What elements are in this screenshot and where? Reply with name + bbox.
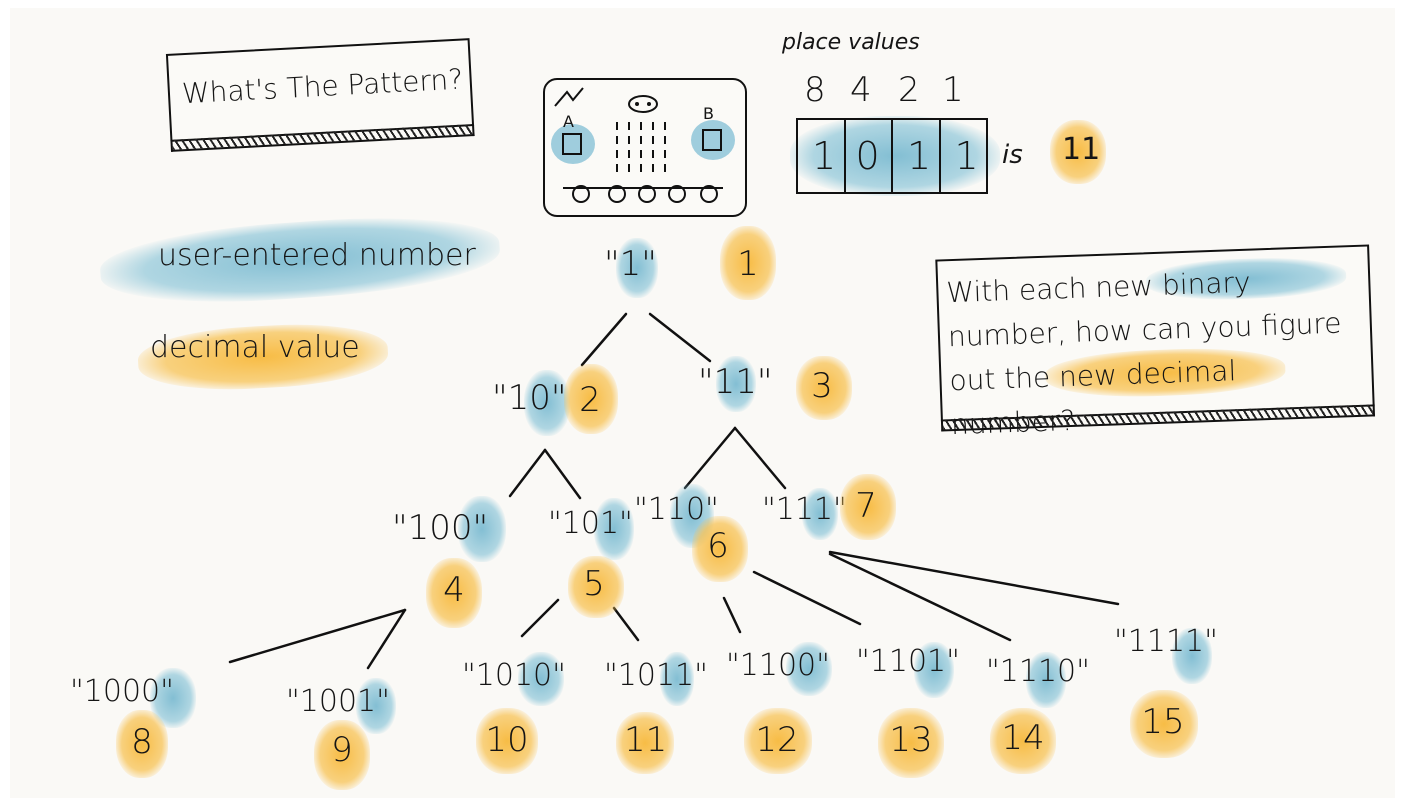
- node-12-highlight: [786, 642, 832, 696]
- sketch-canvas: What's The Pattern? user-entered number …: [10, 8, 1395, 798]
- node-3-decimal: 3: [811, 366, 833, 406]
- result-value: 11: [1062, 132, 1101, 167]
- bit-cell: 0: [846, 120, 893, 192]
- node-14-binary: "1110": [986, 654, 1090, 689]
- bit-value: 1: [907, 134, 932, 178]
- node-6-decimal: 6: [707, 526, 729, 566]
- node-12-decimal-highlight: [744, 708, 812, 774]
- node-8-decimal-highlight: [116, 710, 168, 778]
- node-3-highlight: [716, 356, 756, 412]
- node-7-highlight: [802, 488, 838, 540]
- node-12-decimal: 12: [755, 720, 799, 760]
- legend-decimal: decimal value: [150, 330, 360, 365]
- node-5-highlight: [594, 498, 634, 560]
- bit-value: 0: [855, 134, 880, 178]
- place-values-row: 8 4 2 1: [796, 70, 996, 120]
- node-9-binary: "1001": [286, 684, 390, 719]
- node-10-binary: "1010": [462, 658, 566, 693]
- node-13-binary: "1101": [856, 644, 960, 679]
- node-5-decimal: 5: [583, 564, 605, 604]
- microbit-button-b-label: B: [703, 104, 714, 123]
- node-14-decimal: 14: [1001, 718, 1045, 758]
- bit-value: 1: [954, 134, 979, 178]
- node-7-binary: "111": [762, 492, 847, 527]
- node-11-binary: "1011": [604, 658, 708, 693]
- node-5-binary: "101": [548, 506, 633, 541]
- node-4-binary: "100": [392, 508, 489, 548]
- node-11-decimal-highlight: [616, 712, 674, 774]
- place-value-1: 1: [942, 70, 964, 110]
- node-6-decimal-highlight: [692, 516, 748, 582]
- node-15-highlight: [1172, 628, 1212, 684]
- node-10-highlight: [518, 652, 564, 706]
- bit-cell: 1: [798, 120, 846, 192]
- node-13-highlight: [914, 642, 954, 698]
- tree-connectors: [228, 312, 1120, 670]
- node-15-decimal: 15: [1141, 702, 1185, 742]
- node-2-decimal: 2: [579, 380, 601, 420]
- place-value-4: 4: [850, 70, 872, 110]
- legend-user-entered: user-entered number: [158, 238, 476, 273]
- bit-value: 1: [812, 134, 837, 178]
- bit-cell: 1: [893, 120, 941, 192]
- node-8-decimal: 8: [131, 722, 153, 762]
- is-label: is: [1002, 140, 1023, 170]
- place-values-heading: place values: [782, 30, 920, 55]
- node-13-decimal: 13: [889, 720, 933, 760]
- microbit-details: [551, 87, 735, 203]
- bit-cell: 1: [941, 120, 987, 192]
- node-2-highlight: [524, 370, 570, 436]
- node-15-decimal-highlight: [1130, 690, 1198, 758]
- node-7-decimal-highlight: [840, 474, 896, 540]
- node-9-decimal-highlight: [314, 720, 370, 790]
- node-7-decimal: 7: [855, 486, 877, 526]
- node-1-binary: "1": [604, 244, 657, 284]
- node-10-decimal: 10: [485, 720, 529, 760]
- node-8-binary: "1000": [70, 674, 174, 709]
- node-3-binary: "11": [698, 362, 773, 402]
- bits-table: 1 0 1 1: [796, 118, 988, 194]
- place-value-2: 2: [898, 70, 920, 110]
- node-12-binary: "1100": [726, 648, 830, 683]
- node-4-highlight: [458, 496, 506, 562]
- microbit-board: A B: [543, 78, 747, 217]
- node-10-decimal-highlight: [476, 708, 538, 774]
- node-4-decimal-highlight: [426, 558, 482, 628]
- node-11-decimal: 11: [624, 720, 668, 760]
- node-1-decimal-highlight: [720, 226, 776, 300]
- node-11-highlight: [660, 652, 694, 706]
- node-1-decimal: 1: [737, 244, 759, 284]
- node-3-decimal-highlight: [796, 356, 852, 420]
- node-1-highlight: [616, 238, 658, 298]
- node-14-decimal-highlight: [990, 708, 1056, 774]
- node-5-decimal-highlight: [568, 556, 624, 618]
- microbit-button-a-label: A: [563, 112, 574, 131]
- result-highlight: [1050, 120, 1106, 184]
- node-13-decimal-highlight: [878, 708, 944, 778]
- bits-highlight: [790, 116, 1000, 196]
- node-2-binary: "10": [492, 378, 567, 418]
- node-15-binary: "1111": [1114, 624, 1218, 659]
- node-9-highlight: [356, 678, 396, 734]
- node-2-decimal-highlight: [564, 364, 618, 434]
- node-14-highlight: [1026, 652, 1066, 708]
- place-value-8: 8: [804, 70, 826, 110]
- node-4-decimal: 4: [443, 570, 465, 610]
- node-9-decimal: 9: [331, 730, 353, 770]
